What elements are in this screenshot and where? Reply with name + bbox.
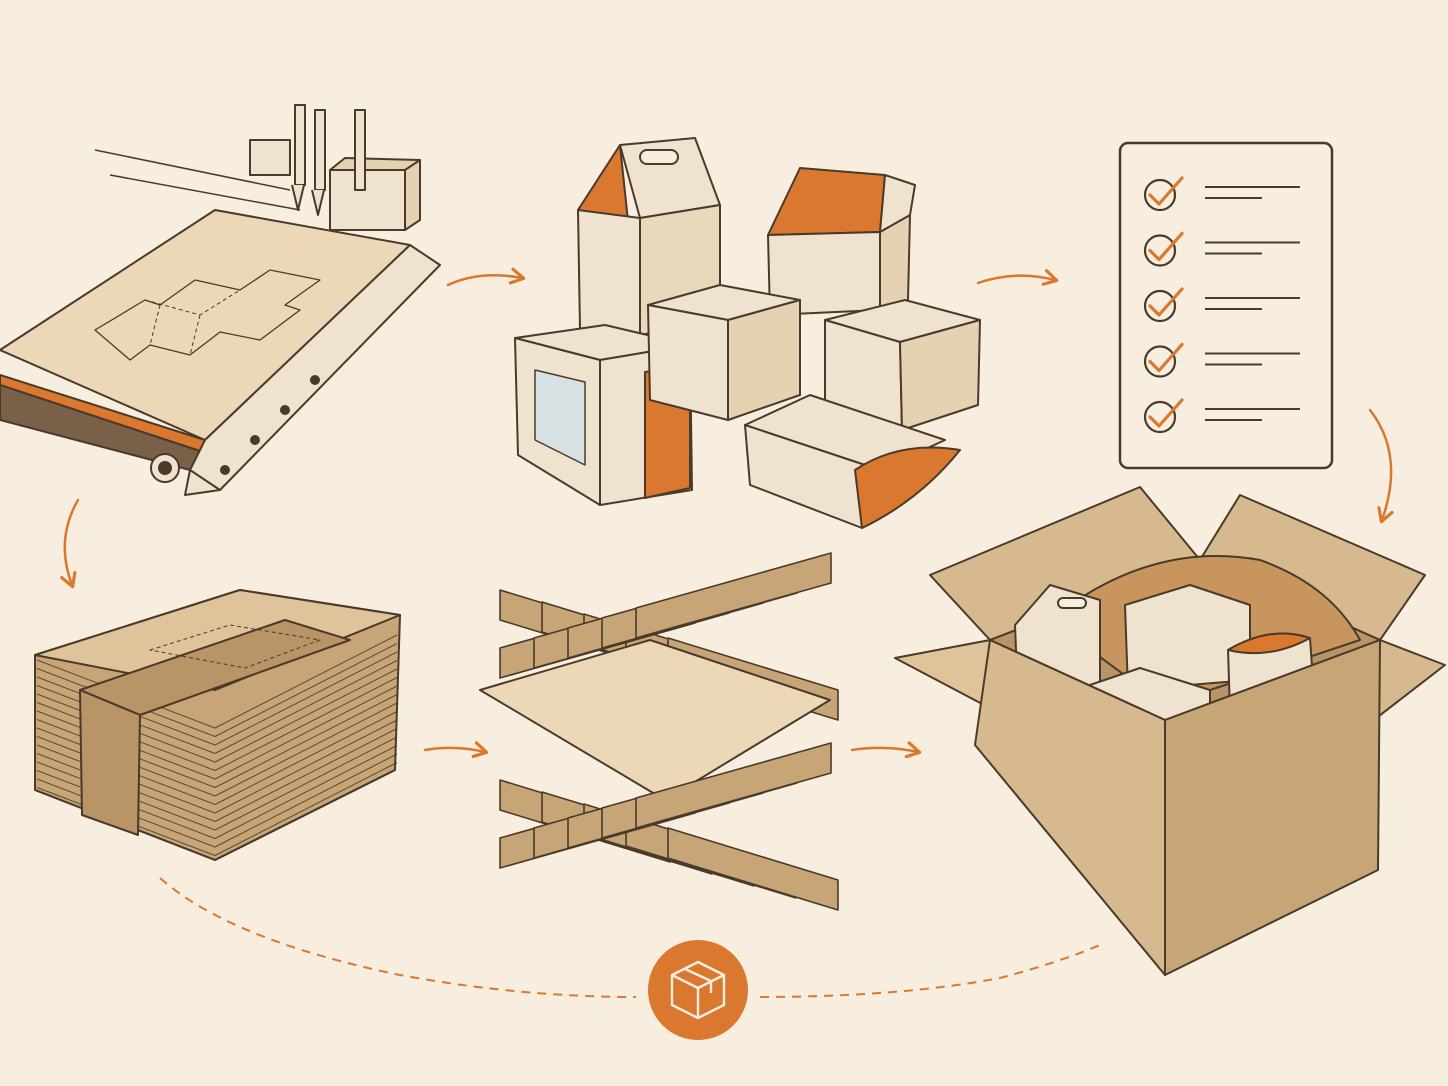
- stack-layer-edge: [36, 634, 398, 729]
- checklist-row: [1143, 231, 1300, 267]
- arrow-cut-to-stack: [60, 498, 80, 589]
- checklist-icon: [1118, 141, 1334, 470]
- check-mark-icon: [1148, 231, 1184, 262]
- checklist-row: [1143, 398, 1300, 434]
- box-assortment-icon: [514, 137, 981, 529]
- arrow-boxes-to-checklist: [976, 269, 1059, 286]
- check-circle: [1143, 400, 1177, 434]
- check-mark-icon: [1148, 176, 1184, 206]
- checklist-row: [1143, 342, 1300, 378]
- divider-strip: [667, 827, 839, 911]
- checklist-row: [1143, 287, 1300, 323]
- return-path: [159, 877, 1101, 998]
- checklist-row: [1143, 176, 1300, 212]
- divider-strip: [635, 552, 832, 639]
- check-circle: [1143, 234, 1177, 267]
- check-mark-icon: [1148, 342, 1184, 373]
- check-circle: [1143, 345, 1177, 378]
- divider-strip: [635, 742, 832, 829]
- packed-shipping-box-icon: [894, 486, 1446, 976]
- check-mark-icon: [1148, 398, 1184, 428]
- check-circle: [1143, 178, 1177, 212]
- arrow-dividers-to-packed: [850, 741, 922, 759]
- check-mark-icon: [1148, 287, 1184, 317]
- package-badge: [648, 940, 748, 1040]
- arrow-stack-to-dividers: [423, 741, 489, 759]
- arrow-cut-to-boxes: [446, 267, 526, 287]
- flat-box-stack-icon: [34, 589, 401, 861]
- grid-divider-insert-icon: [479, 552, 839, 911]
- package-icon: [670, 960, 726, 1020]
- flow-arrows: [60, 267, 1394, 759]
- arrow-checklist-to-packed: [1368, 408, 1394, 524]
- cnc-cutter-icon: [0, 104, 441, 496]
- check-circle: [1143, 289, 1177, 323]
